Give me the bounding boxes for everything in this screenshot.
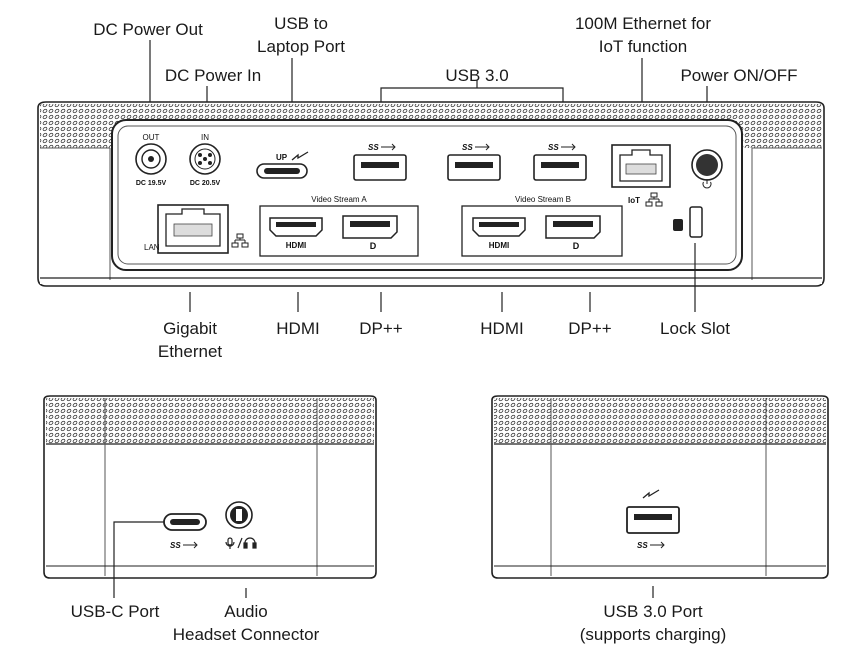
svg-text:SS: SS [462, 143, 473, 152]
lan-port [157, 204, 229, 254]
callout-power-onoff: Power ON/OFF [680, 66, 798, 85]
video-stream-a-group [259, 205, 419, 257]
network-icon [231, 233, 249, 248]
network-icon [645, 192, 663, 207]
callout-usb-to-laptop: USB to Laptop Port [257, 14, 345, 56]
svg-text:HDMI: HDMI [286, 241, 306, 250]
usb30-port-2: SS [447, 143, 501, 181]
callout-lock-slot: Lock Slot [660, 319, 730, 338]
usbc-port: SS [163, 513, 207, 550]
usb-symbol-icon [475, 143, 490, 151]
charging-bolt-icon [642, 489, 660, 499]
usb30-port-3: SS [533, 143, 587, 181]
dp-port-b: D [545, 215, 601, 251]
callout-usb30-charging: USB 3.0 Port (supports charging) [579, 602, 727, 644]
dc-out-voltage: DC 19.5V [136, 180, 167, 187]
right-side-view: SS [491, 395, 829, 598]
dc-in-port [189, 143, 221, 175]
lock-slot [673, 206, 703, 238]
video-stream-b-group [461, 205, 623, 257]
hdmi-port-b: HDMI [472, 217, 526, 250]
usb-symbol-icon [381, 143, 396, 151]
usbc-leader-line [113, 521, 164, 598]
callout-dp-b: DP++ [568, 319, 612, 338]
dp-logo-icon: D [370, 241, 377, 251]
usbc-up-label: UP [276, 153, 288, 162]
callout-dc-power-in: DC Power In [164, 66, 262, 85]
dc-out-label: OUT [143, 133, 160, 142]
callout-hdmi-b: HDMI [480, 319, 524, 338]
lock-icon [673, 219, 683, 231]
usb30-charging-port: SS [626, 506, 680, 550]
usb-symbol-icon [561, 143, 576, 151]
callout-gigabit-ethernet: Gigabit Ethernet [157, 319, 223, 361]
iot-label: IoT [628, 196, 640, 205]
svg-text:SS: SS [170, 541, 181, 550]
callout-dc-power-out: DC Power Out [93, 20, 203, 39]
callout-hdmi-a: HDMI [276, 319, 320, 338]
callout-usbc-port: USB-C Port [70, 602, 160, 621]
callout-dp-a: DP++ [359, 319, 403, 338]
rear-view: OUT DC 19.5V IN DC 20.5V UP SS SS [37, 40, 825, 312]
dc-in-voltage: DC 20.5V [190, 180, 221, 187]
dc-in-label: IN [201, 133, 209, 142]
svg-text:HDMI: HDMI [489, 241, 509, 250]
iot-ethernet-port [611, 144, 671, 188]
dp-port-a: D [342, 215, 398, 251]
dp-logo-icon: D [573, 241, 580, 251]
video-stream-a-label: Video Stream A [311, 195, 367, 204]
charging-bolt-icon [291, 151, 309, 161]
svg-text:SS: SS [368, 143, 379, 152]
lan-label: LAN [144, 243, 160, 252]
hdmi-port-a: HDMI [269, 217, 323, 250]
usb30-port-1: SS [353, 143, 407, 181]
power-icon [702, 179, 712, 189]
callout-usb30: USB 3.0 [445, 66, 509, 85]
left-side-view: SS [43, 395, 377, 598]
usbc-laptop-port [256, 163, 308, 179]
headset-icon [225, 537, 257, 549]
svg-text:SS: SS [548, 143, 559, 152]
audio-jack [225, 501, 253, 529]
usb-symbol-icon [650, 541, 665, 549]
rear-leader-lines [149, 40, 708, 312]
callout-100m-ethernet: 100M Ethernet for IoT function [574, 14, 712, 56]
dc-out-port [135, 143, 167, 175]
callout-audio-headset: Audio Headset Connector [172, 602, 320, 644]
video-stream-b-label: Video Stream B [515, 195, 571, 204]
svg-text:SS: SS [637, 541, 648, 550]
usb-symbol-icon [183, 541, 198, 549]
power-button [691, 149, 723, 181]
